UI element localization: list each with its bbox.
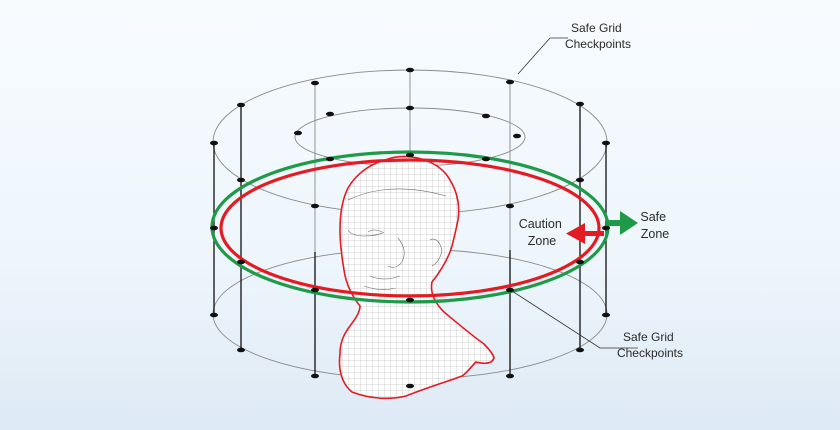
caution-zone-line1: Caution <box>519 217 562 231</box>
safe-zone-line2: Zone <box>641 227 670 241</box>
checkpoint-dot <box>311 287 319 293</box>
safe-zone-label: Safe Zone <box>640 210 669 241</box>
checkpoint-dot <box>406 105 414 111</box>
checkpoint-dot <box>576 259 584 265</box>
checkpoint-dot <box>210 225 218 231</box>
checkpoint-dot <box>237 102 245 108</box>
checkpoint-dot <box>506 373 514 379</box>
checkpoint-dot <box>326 111 334 117</box>
checkpoint-dot <box>602 225 610 231</box>
top-callout-line <box>517 37 568 75</box>
top-checkpoints-label: Safe Grid Checkpoints <box>565 21 631 51</box>
checkpoint-dot <box>326 156 334 162</box>
checkpoint-dot <box>311 373 319 379</box>
arrow-right-icon <box>606 211 638 235</box>
checkpoint-dot <box>406 152 414 158</box>
checkpoint-dot <box>576 177 584 183</box>
checkpoint-dot <box>294 130 302 136</box>
bottom-callout-line <box>511 290 638 349</box>
caution-zone-ring <box>219 158 601 298</box>
checkpoint-dot <box>576 101 584 107</box>
head-outline <box>338 155 495 400</box>
checkpoint-dot <box>406 383 414 389</box>
checkpoint-dot <box>506 203 514 209</box>
checkpoint-dot <box>602 140 610 146</box>
arrow-left-icon <box>566 223 604 244</box>
checkpoint-dot <box>237 177 245 183</box>
callout-lines <box>511 37 638 349</box>
wireframe-head-icon <box>338 155 495 400</box>
checkpoint-dot <box>406 67 414 73</box>
checkpoint-dot <box>237 259 245 265</box>
checkpoint-dot <box>576 347 584 353</box>
safe-zone-line1: Safe <box>640 210 666 224</box>
checkpoint-dot <box>513 133 521 139</box>
checkpoint-dot <box>210 312 218 318</box>
checkpoint-dot <box>210 140 218 146</box>
checkpoint-dot <box>311 80 319 86</box>
top-checkpoints-line1: Safe Grid <box>571 21 622 35</box>
caution-zone-line2: Zone <box>528 234 557 248</box>
checkpoint-dot <box>602 312 610 318</box>
checkpoint-dot <box>237 347 245 353</box>
bottom-checkpoints-label: Safe Grid Checkpoints <box>617 330 683 360</box>
checkpoint-dot <box>311 203 319 209</box>
checkpoint-dot <box>406 297 414 303</box>
checkpoint-dot <box>482 113 490 119</box>
checkpoint-dot <box>506 79 514 85</box>
caution-zone-label: Caution Zone <box>519 217 566 248</box>
checkpoint-dot <box>482 156 490 162</box>
top-checkpoints-line2: Checkpoints <box>565 37 631 51</box>
checkpoints <box>210 67 610 389</box>
bottom-checkpoints-line1: Safe Grid <box>623 330 674 344</box>
bottom-checkpoints-line2: Checkpoints <box>617 346 683 360</box>
